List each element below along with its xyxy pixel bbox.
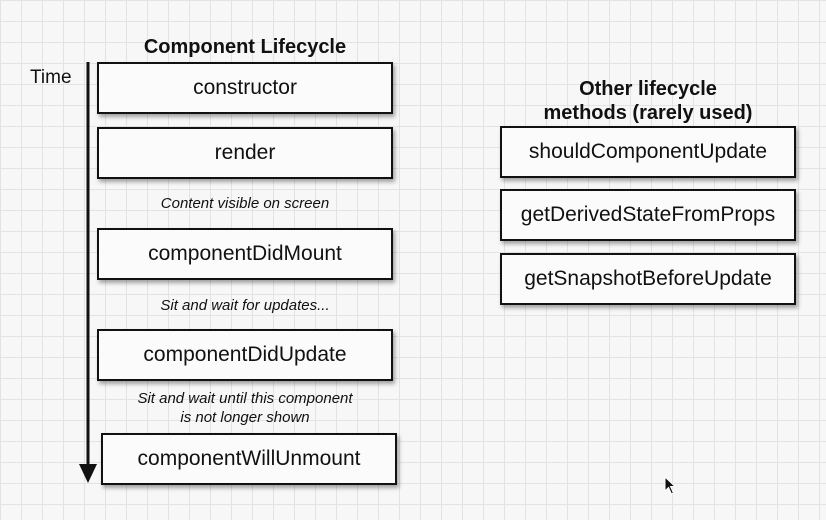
other-lifecycle-title-line1: Other lifecycle <box>579 78 717 100</box>
component-did-mount-box: componentDidMount <box>97 228 393 280</box>
should-component-update-box: shouldComponentUpdate <box>500 126 796 178</box>
lifecycle-title: Component Lifecycle <box>143 36 347 58</box>
get-derived-state-from-props-box: getDerivedStateFromProps <box>500 189 796 241</box>
other-lifecycle-title: Other lifecycle methods (rarely used) <box>500 77 796 125</box>
component-will-unmount-box: componentWillUnmount <box>101 433 397 485</box>
get-snapshot-before-update-box: getSnapshotBeforeUpdate <box>500 253 796 305</box>
note-content-visible: Content visible on screen <box>160 195 330 212</box>
note-wait-for-updates: Sit and wait for updates... <box>160 297 330 314</box>
time-axis-arrow <box>79 62 97 483</box>
component-did-update-box: componentDidUpdate <box>97 329 393 381</box>
render-box: render <box>97 127 393 179</box>
other-lifecycle-title-line2: methods (rarely used) <box>543 102 753 124</box>
mouse-cursor-icon <box>664 476 677 495</box>
time-label: Time <box>30 67 72 88</box>
constructor-box: constructor <box>97 62 393 114</box>
note-wait-until-unmount: Sit and wait until this component is not… <box>137 390 353 426</box>
